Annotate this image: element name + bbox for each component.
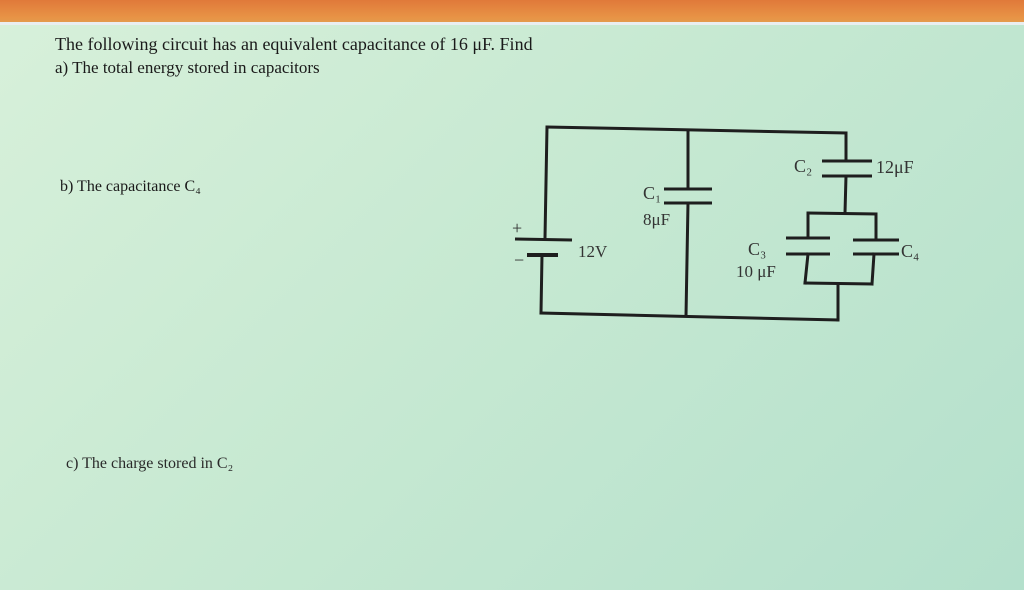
battery-long-plate: [514, 237, 573, 242]
question-c: c) The charge stored in C₂: [66, 455, 234, 472]
wire-left-lower: [539, 253, 544, 315]
wire-bottom: [539, 311, 840, 322]
worksheet-background: [0, 22, 1024, 590]
c3-value-label: 10 μF: [736, 262, 776, 281]
question-a: a) The total energy stored in capacitors: [55, 58, 320, 77]
question-b: b) The capacitance C₄: [60, 178, 201, 195]
wire-c2-lower: [843, 174, 848, 215]
problem-intro: The following circuit has an equivalent …: [55, 34, 533, 54]
battery-minus-label: −: [514, 250, 524, 270]
c2-name-label: C₂: [794, 156, 812, 176]
battery-plus-label: +: [512, 218, 522, 238]
battery-voltage-label: 12V: [578, 242, 608, 261]
wire-c1-lower: [684, 201, 690, 318]
c1-value-label: 8μF: [643, 210, 670, 229]
wire-top: [545, 125, 848, 135]
wire-left-upper: [543, 125, 549, 240]
c2-value-label: 12μF: [876, 157, 914, 177]
wire-c4-right-bottom: [870, 252, 876, 286]
wire-c3-left-bottom: [803, 252, 810, 285]
wire-parallel-top: [806, 211, 878, 216]
c3-name-label: C₃: [748, 239, 766, 259]
c1-name-label: C₁: [643, 183, 661, 203]
c4-name-label: C₄: [901, 241, 919, 261]
